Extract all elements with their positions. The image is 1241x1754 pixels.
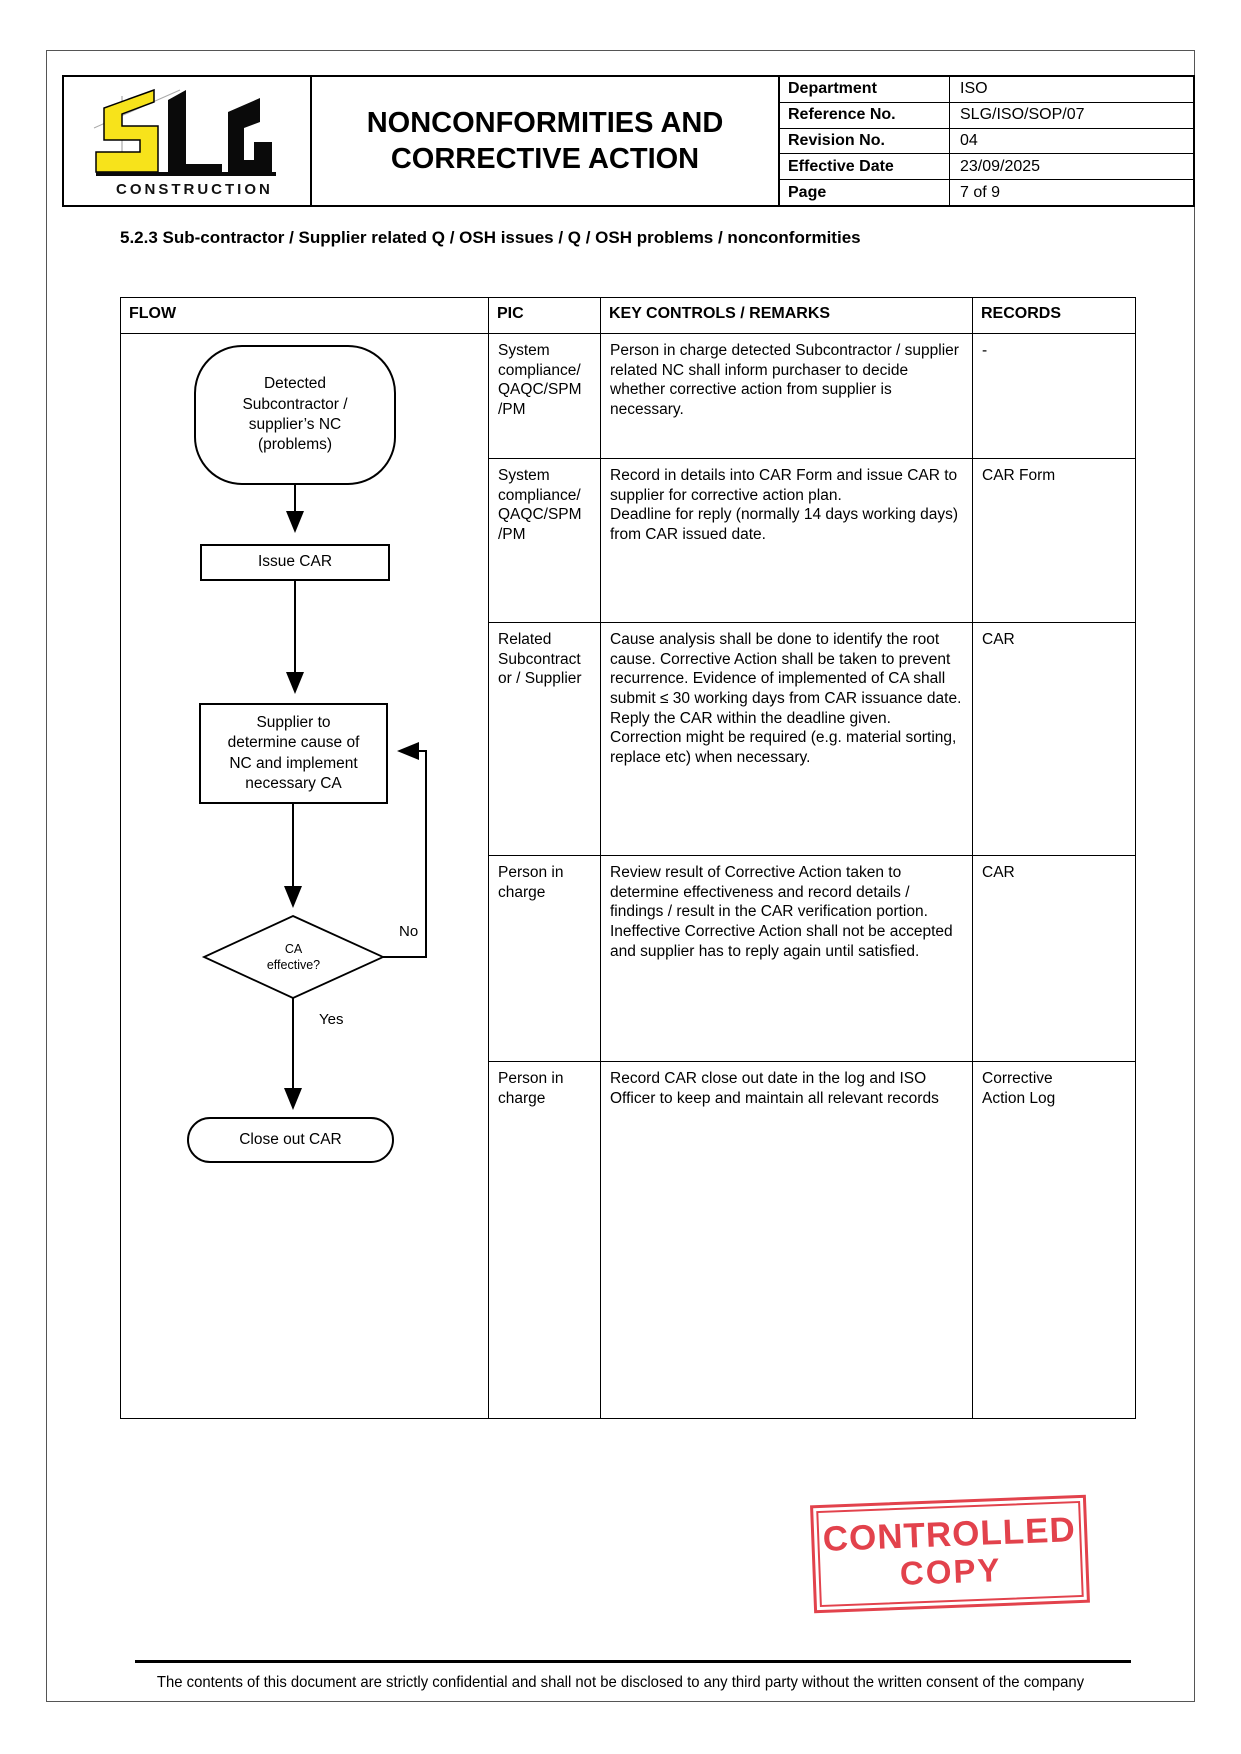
flow-issue-car-step: Issue CAR xyxy=(200,544,390,581)
logo-subtitle: CONSTRUCTION xyxy=(116,181,273,198)
table-row: System compliance/ QAQC/SPM /PM Record i… xyxy=(121,458,1136,623)
table-row: Person in charge Record CAR close out da… xyxy=(121,1061,1136,1419)
info-label: Reference No. xyxy=(780,102,950,128)
table-row: Person in charge Review result of Correc… xyxy=(121,855,1136,1062)
records-cell: CAR xyxy=(972,855,1136,1062)
flow-no-branch-label: No xyxy=(399,923,419,940)
info-value: ISO xyxy=(960,80,988,98)
document-info-table: Department ISO Reference No. SLG/ISO/SOP… xyxy=(780,77,1193,205)
key-controls-cell: Person in charge detected Subcontractor … xyxy=(600,333,973,459)
table-row: Related Subcontract or / Supplier Cause … xyxy=(121,622,1136,856)
info-value: 23/09/2025 xyxy=(960,157,1041,175)
table-row: Detected Subcontractor / supplier’s NC (… xyxy=(120,333,1136,1419)
key-controls-cell: Cause analysis shall be done to identify… xyxy=(600,622,973,856)
flow-decision-label: CA effective? xyxy=(266,941,321,972)
flow-yes-branch-label: Yes xyxy=(319,1011,344,1028)
pic-cell: Person in charge xyxy=(488,855,601,1062)
stamp-text-line1: CONTROLLED xyxy=(822,1509,1077,1559)
info-value: SLG/ISO/SOP/07 xyxy=(960,106,1085,124)
info-label: Revision No. xyxy=(780,128,950,154)
decision-diamond xyxy=(201,915,386,999)
info-value: 7 of 9 xyxy=(960,183,1001,201)
pic-cell: System compliance/ QAQC/SPM /PM xyxy=(488,458,601,623)
confidentiality-note: The contents of this document are strict… xyxy=(156,1674,1085,1691)
controlled-copy-stamp: CONTROLLED COPY xyxy=(810,1494,1090,1614)
stamp-text-line2: COPY xyxy=(899,1551,1003,1593)
key-controls-cell: Review result of Corrective Action taken… xyxy=(600,855,973,1062)
pic-cell: System compliance/ QAQC/SPM /PM xyxy=(488,333,601,459)
info-row-reference: Reference No. SLG/ISO/SOP/07 xyxy=(780,102,1193,129)
info-row-department: Department ISO xyxy=(780,77,1193,103)
footer-divider xyxy=(135,1660,1131,1663)
logo-black-g xyxy=(228,98,272,172)
document-header: CONSTRUCTION NONCONFORMITIES AND CORRECT… xyxy=(62,75,1195,207)
flow-supplier-ca-step: Supplier to determine cause of NC and im… xyxy=(199,703,388,804)
info-row-page: Page 7 of 9 xyxy=(780,180,1193,205)
info-value: 04 xyxy=(960,131,978,149)
info-row-revision: Revision No. 04 xyxy=(780,128,1193,155)
logo-black-l xyxy=(168,90,222,172)
section-heading: 5.2.3 Sub-contractor / Supplier related … xyxy=(120,228,861,247)
slg-logo-graphic: CONSTRUCTION xyxy=(93,88,276,198)
key-controls-cell: Record CAR close out date in the log and… xyxy=(600,1061,973,1419)
records-cell: CAR xyxy=(972,622,1136,856)
company-logo: CONSTRUCTION xyxy=(64,77,312,205)
page-border xyxy=(46,50,1195,1702)
logo-yellow-s xyxy=(95,88,159,173)
stamp-inner-border: CONTROLLED COPY xyxy=(816,1500,1084,1608)
column-header-key-controls: KEY CONTROLS / REMARKS xyxy=(600,297,973,334)
flow-start-terminator: Detected Subcontractor / supplier’s NC (… xyxy=(194,345,396,485)
flowchart-arrows xyxy=(201,485,427,1110)
info-label: Effective Date xyxy=(780,154,950,180)
column-header-records: RECORDS xyxy=(972,297,1136,334)
document-title: NONCONFORMITIES AND CORRECTIVE ACTION xyxy=(312,77,780,205)
key-controls-cell: Record in details into CAR Form and issu… xyxy=(600,458,973,623)
pic-cell: Related Subcontract or / Supplier xyxy=(488,622,601,856)
pic-cell: Person in charge xyxy=(488,1061,601,1419)
table-header-row: FLOW PIC KEY CONTROLS / REMARKS RECORDS xyxy=(120,297,1136,334)
column-header-flow: FLOW xyxy=(120,297,489,334)
info-row-effective-date: Effective Date 23/09/2025 xyxy=(780,154,1193,181)
flowchart-cell: Detected Subcontractor / supplier’s NC (… xyxy=(120,333,489,1419)
column-header-pic: PIC xyxy=(488,297,601,334)
records-cell: CAR Form xyxy=(972,458,1136,623)
records-cell: - xyxy=(972,333,1136,459)
info-label: Page xyxy=(780,180,950,205)
procedure-table: FLOW PIC KEY CONTROLS / REMARKS RECORDS … xyxy=(120,297,1136,1419)
info-label: Department xyxy=(780,77,950,102)
records-cell: Corrective Action Log xyxy=(972,1061,1136,1419)
flow-close-out-terminator: Close out CAR xyxy=(187,1117,394,1163)
